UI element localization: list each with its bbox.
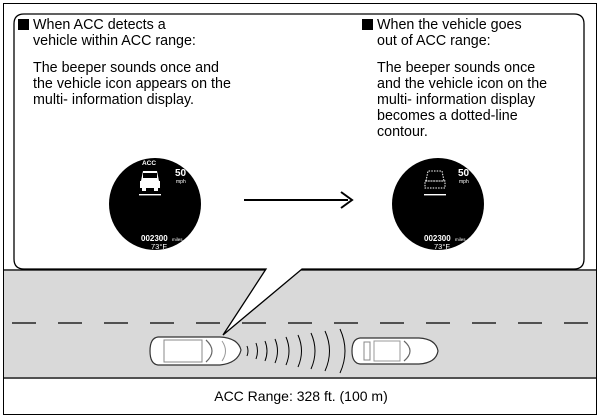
right-body-line1: The beeper sounds once xyxy=(377,60,536,76)
vehicle-icon-dotted xyxy=(424,170,446,189)
acc-range-label: ACC Range: 328 ft. (100 m) xyxy=(214,388,388,404)
display-left-odometer-unit: miles xyxy=(172,237,183,242)
bullet-icon xyxy=(362,19,373,30)
right-body-line2: and the vehicle icon on the xyxy=(377,76,548,92)
right-body-line5: contour. xyxy=(377,124,428,140)
bullet-icon xyxy=(18,19,29,30)
right-body-line3: multi- information display xyxy=(377,92,536,108)
display-left-odometer: 002300 xyxy=(141,234,168,243)
vehicle-icon-solid xyxy=(140,171,160,191)
left-body-line2: the vehicle icon appears on the xyxy=(33,76,231,92)
display-right-odometer-unit: miles xyxy=(455,237,466,242)
distance-bar xyxy=(139,194,161,196)
display-right-speed: 50 xyxy=(458,168,470,179)
display-right-speed-unit: mph xyxy=(459,179,469,185)
display-right: 50 mph 002300 miles 73°F xyxy=(392,158,484,251)
right-heading: When the vehicle goes xyxy=(362,17,522,33)
display-left-speed-unit: mph xyxy=(176,179,186,185)
distance-bar-right xyxy=(424,194,446,196)
right-body-line4: becomes a dotted-line xyxy=(377,108,518,124)
road xyxy=(4,269,596,379)
left-body-line1: The beeper sounds once and xyxy=(33,60,219,76)
left-heading-line1: When ACC detects a xyxy=(33,17,166,33)
diagram-art: ACC 50 mph 002300 miles 73°F xyxy=(4,13,596,379)
display-left-temperature: 73°F xyxy=(151,242,167,251)
speech-bubble xyxy=(13,13,585,336)
left-body-line3: multi- information display. xyxy=(33,92,195,108)
display-right-temperature: 73°F xyxy=(434,242,450,251)
right-heading-line2: out of ACC range: xyxy=(377,33,491,49)
diagram-frame: ACC 50 mph 002300 miles 73°F xyxy=(3,3,597,415)
radar-waves xyxy=(246,328,346,374)
right-heading-line1: When the vehicle goes xyxy=(377,17,522,33)
display-right-odometer: 002300 xyxy=(424,234,451,243)
display-left-mode: ACC xyxy=(142,160,156,167)
display-left: ACC 50 mph 002300 miles 73°F xyxy=(109,158,201,251)
lead-vehicle xyxy=(351,337,439,365)
own-vehicle xyxy=(149,336,242,366)
left-heading-line2: vehicle within ACC range: xyxy=(33,33,196,49)
transition-arrow xyxy=(244,191,354,209)
display-left-speed: 50 xyxy=(175,168,187,179)
left-heading: When ACC detects a xyxy=(18,17,166,33)
